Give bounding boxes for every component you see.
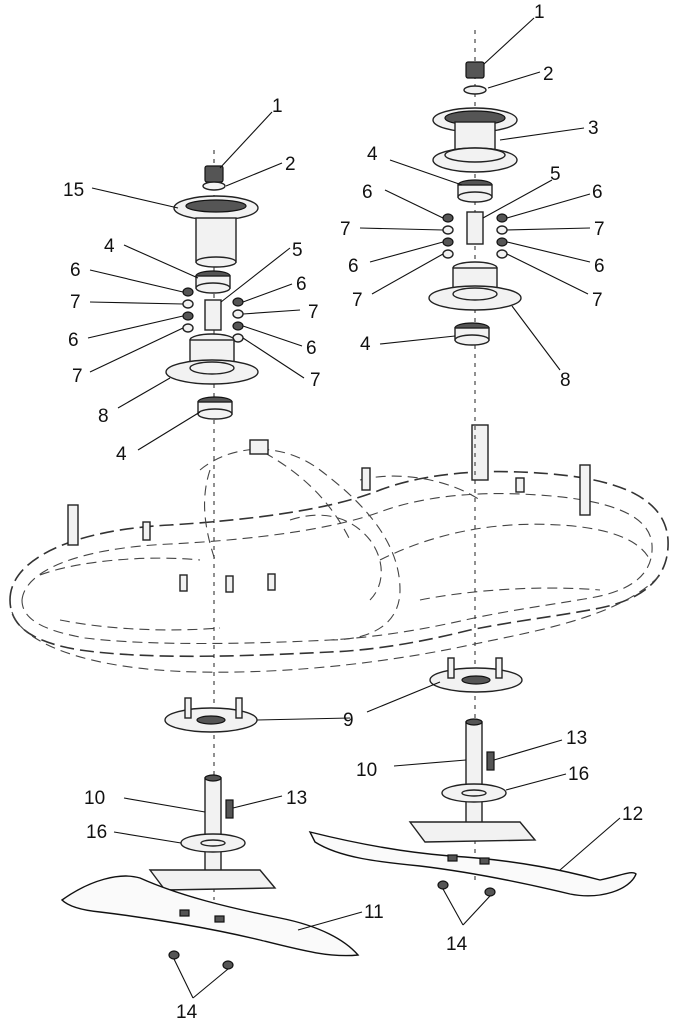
spindle-housing-icon (428, 261, 522, 311)
spacer-icon (466, 211, 484, 245)
nut-icon (484, 887, 496, 897)
callout: 6 (594, 256, 605, 277)
callout: 7 (352, 290, 363, 311)
mounting-plate-icon (164, 697, 258, 733)
callout: 4 (116, 444, 127, 465)
pulley-icon (432, 107, 518, 173)
callout: 7 (308, 302, 319, 323)
callout: 6 (68, 330, 79, 351)
callout: 3 (588, 118, 599, 139)
callout: 14 (446, 934, 468, 955)
callout: 14 (176, 1002, 198, 1023)
shim-stack-left-icon (442, 213, 454, 259)
shim-stack-right-icon (496, 213, 508, 259)
bearing-lower-icon (454, 322, 490, 346)
shim-stack-left-icon (182, 287, 194, 333)
leader-lines (87, 17, 621, 999)
washer-icon (463, 85, 487, 95)
mower-deck-housing (9, 424, 669, 673)
callout: 2 (285, 154, 296, 175)
key-icon (225, 799, 234, 819)
callout: 4 (367, 144, 378, 165)
callout: 8 (98, 406, 109, 427)
callout: 6 (348, 256, 359, 277)
left-spindle-stack (165, 165, 259, 420)
callout: 6 (306, 338, 317, 359)
callout: 7 (594, 219, 605, 240)
nut-icon (222, 960, 234, 970)
shim-stack-right-icon (232, 297, 244, 343)
callout: 7 (340, 219, 351, 240)
spindle-shaft-icon (204, 777, 222, 879)
spacer-icon (204, 299, 222, 331)
blade-adapter-icon (408, 821, 537, 843)
bearing-lower-icon (197, 396, 233, 420)
callout: 16 (86, 822, 107, 843)
callout: 1 (272, 96, 283, 117)
spindle-shaft-icon (465, 721, 483, 833)
callout: 7 (72, 366, 83, 387)
mounting-plate-icon (429, 657, 523, 693)
right-lower-parts (308, 657, 637, 897)
callout: 5 (292, 240, 303, 261)
washer-icon (202, 181, 226, 191)
key-icon (486, 751, 495, 771)
nut-icon (204, 165, 224, 183)
callout: 4 (360, 334, 371, 355)
callout-numbers: 1 2 3 4 5 6 6 7 7 6 6 7 7 4 8 1 2 15 4 5… (63, 2, 643, 1023)
blade-adapter-icon (148, 869, 277, 891)
bearing-icon (195, 270, 231, 294)
callout: 10 (356, 760, 377, 781)
callout: 10 (84, 788, 105, 809)
callout: 7 (70, 292, 81, 313)
callout: 11 (364, 902, 384, 923)
callout: 5 (550, 164, 561, 185)
callout: 7 (310, 370, 321, 391)
callout: 6 (592, 182, 603, 203)
nut-icon (465, 61, 485, 79)
callout: 15 (63, 180, 84, 201)
callout: 6 (70, 260, 81, 281)
callout: 6 (296, 274, 307, 295)
callout: 13 (566, 728, 587, 749)
nut-icon (168, 950, 180, 960)
spindle-housing-icon (165, 333, 259, 385)
nut-icon (437, 880, 449, 890)
pulley-housing-icon (173, 195, 259, 268)
callout: 8 (560, 370, 571, 391)
right-spindle-stack (428, 61, 522, 346)
callout: 4 (104, 236, 115, 257)
bearing-icon (457, 179, 493, 203)
blade-icon (60, 875, 360, 957)
callout: 13 (286, 788, 307, 809)
callout: 6 (362, 182, 373, 203)
callout: 12 (622, 804, 643, 825)
callout: 2 (543, 64, 554, 85)
callout: 1 (534, 2, 545, 23)
callout: 7 (592, 290, 603, 311)
callout: 16 (568, 764, 589, 785)
callout: 9 (343, 710, 354, 731)
